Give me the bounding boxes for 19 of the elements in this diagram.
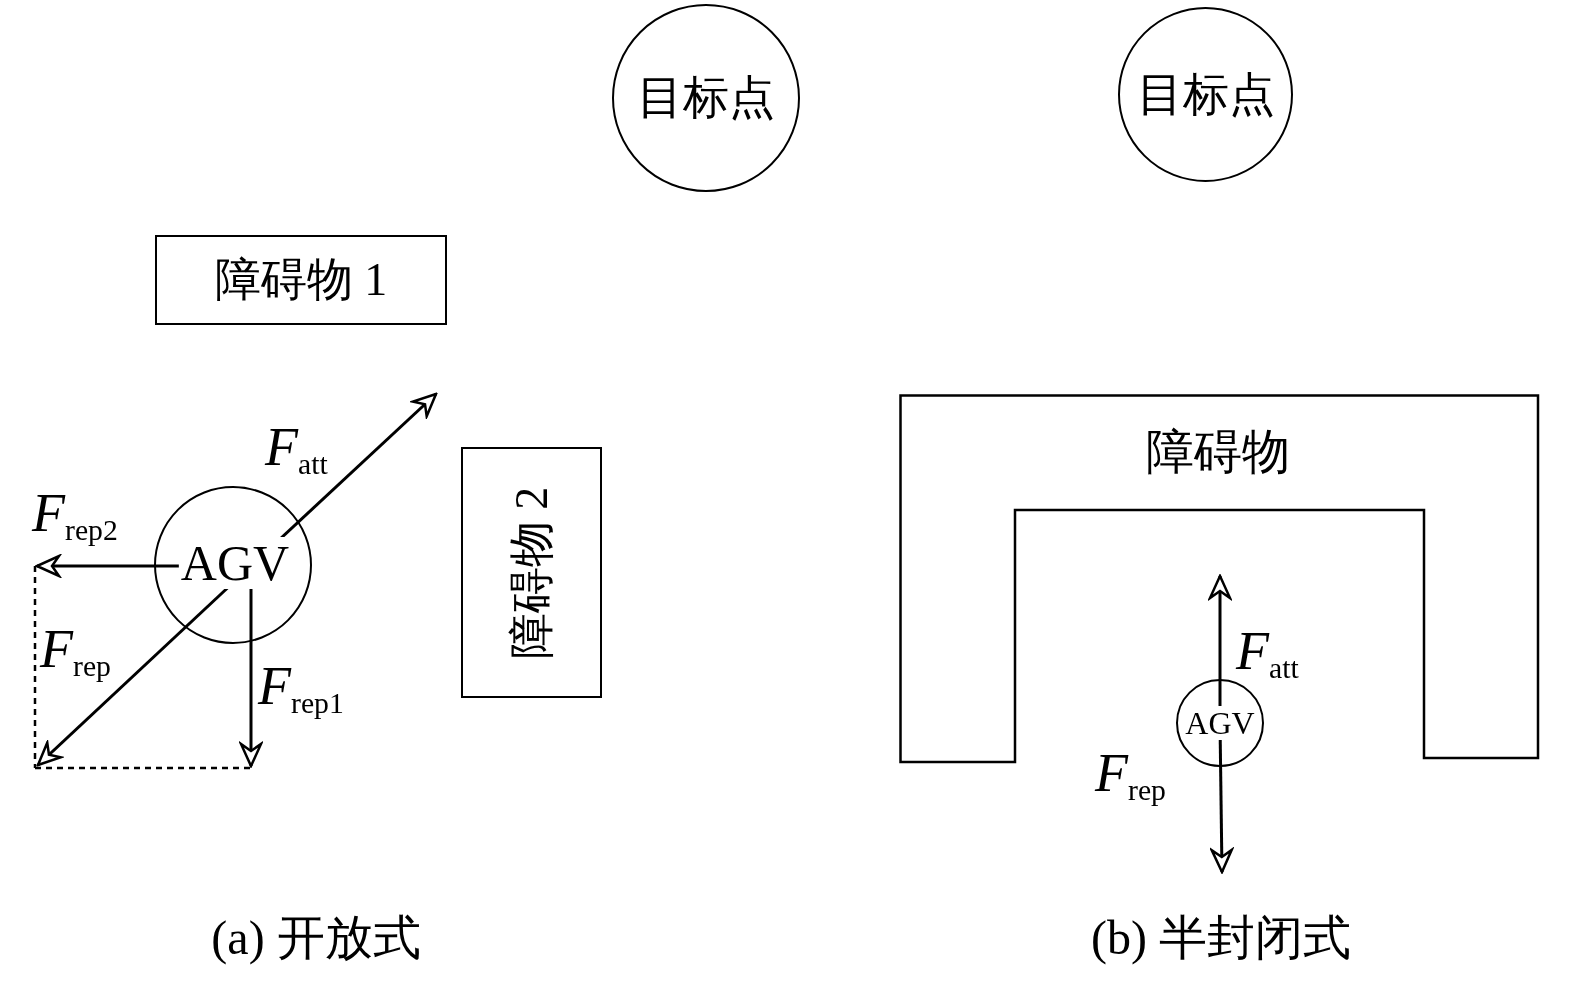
force-label: F$_{rep2}$	[32, 486, 118, 546]
force-label: F$_{rep}$	[40, 622, 111, 682]
force-label: F$_{rep1}$	[258, 659, 344, 719]
agv-circle	[154, 486, 312, 644]
obstacle-label: 障碍物	[1146, 428, 1290, 476]
force-label: F$_{rep}$	[1095, 746, 1166, 806]
agv-label: AGV	[1183, 706, 1257, 740]
obstacle-box	[155, 235, 447, 325]
agv-circle	[1176, 679, 1264, 767]
force-label: F$_{att}$	[265, 420, 328, 480]
obstacle-box	[461, 447, 602, 698]
target-circle	[612, 4, 800, 192]
target-label: 目标点	[1136, 71, 1275, 118]
obstacle-label: 障碍物 2	[508, 486, 555, 659]
target-label: 目标点	[637, 75, 775, 121]
force-label: F$_{att}$	[1236, 624, 1299, 684]
obstacle-label: 障碍物 1	[214, 257, 388, 303]
target-circle	[1118, 7, 1293, 182]
agv-label: AGV	[178, 537, 292, 589]
